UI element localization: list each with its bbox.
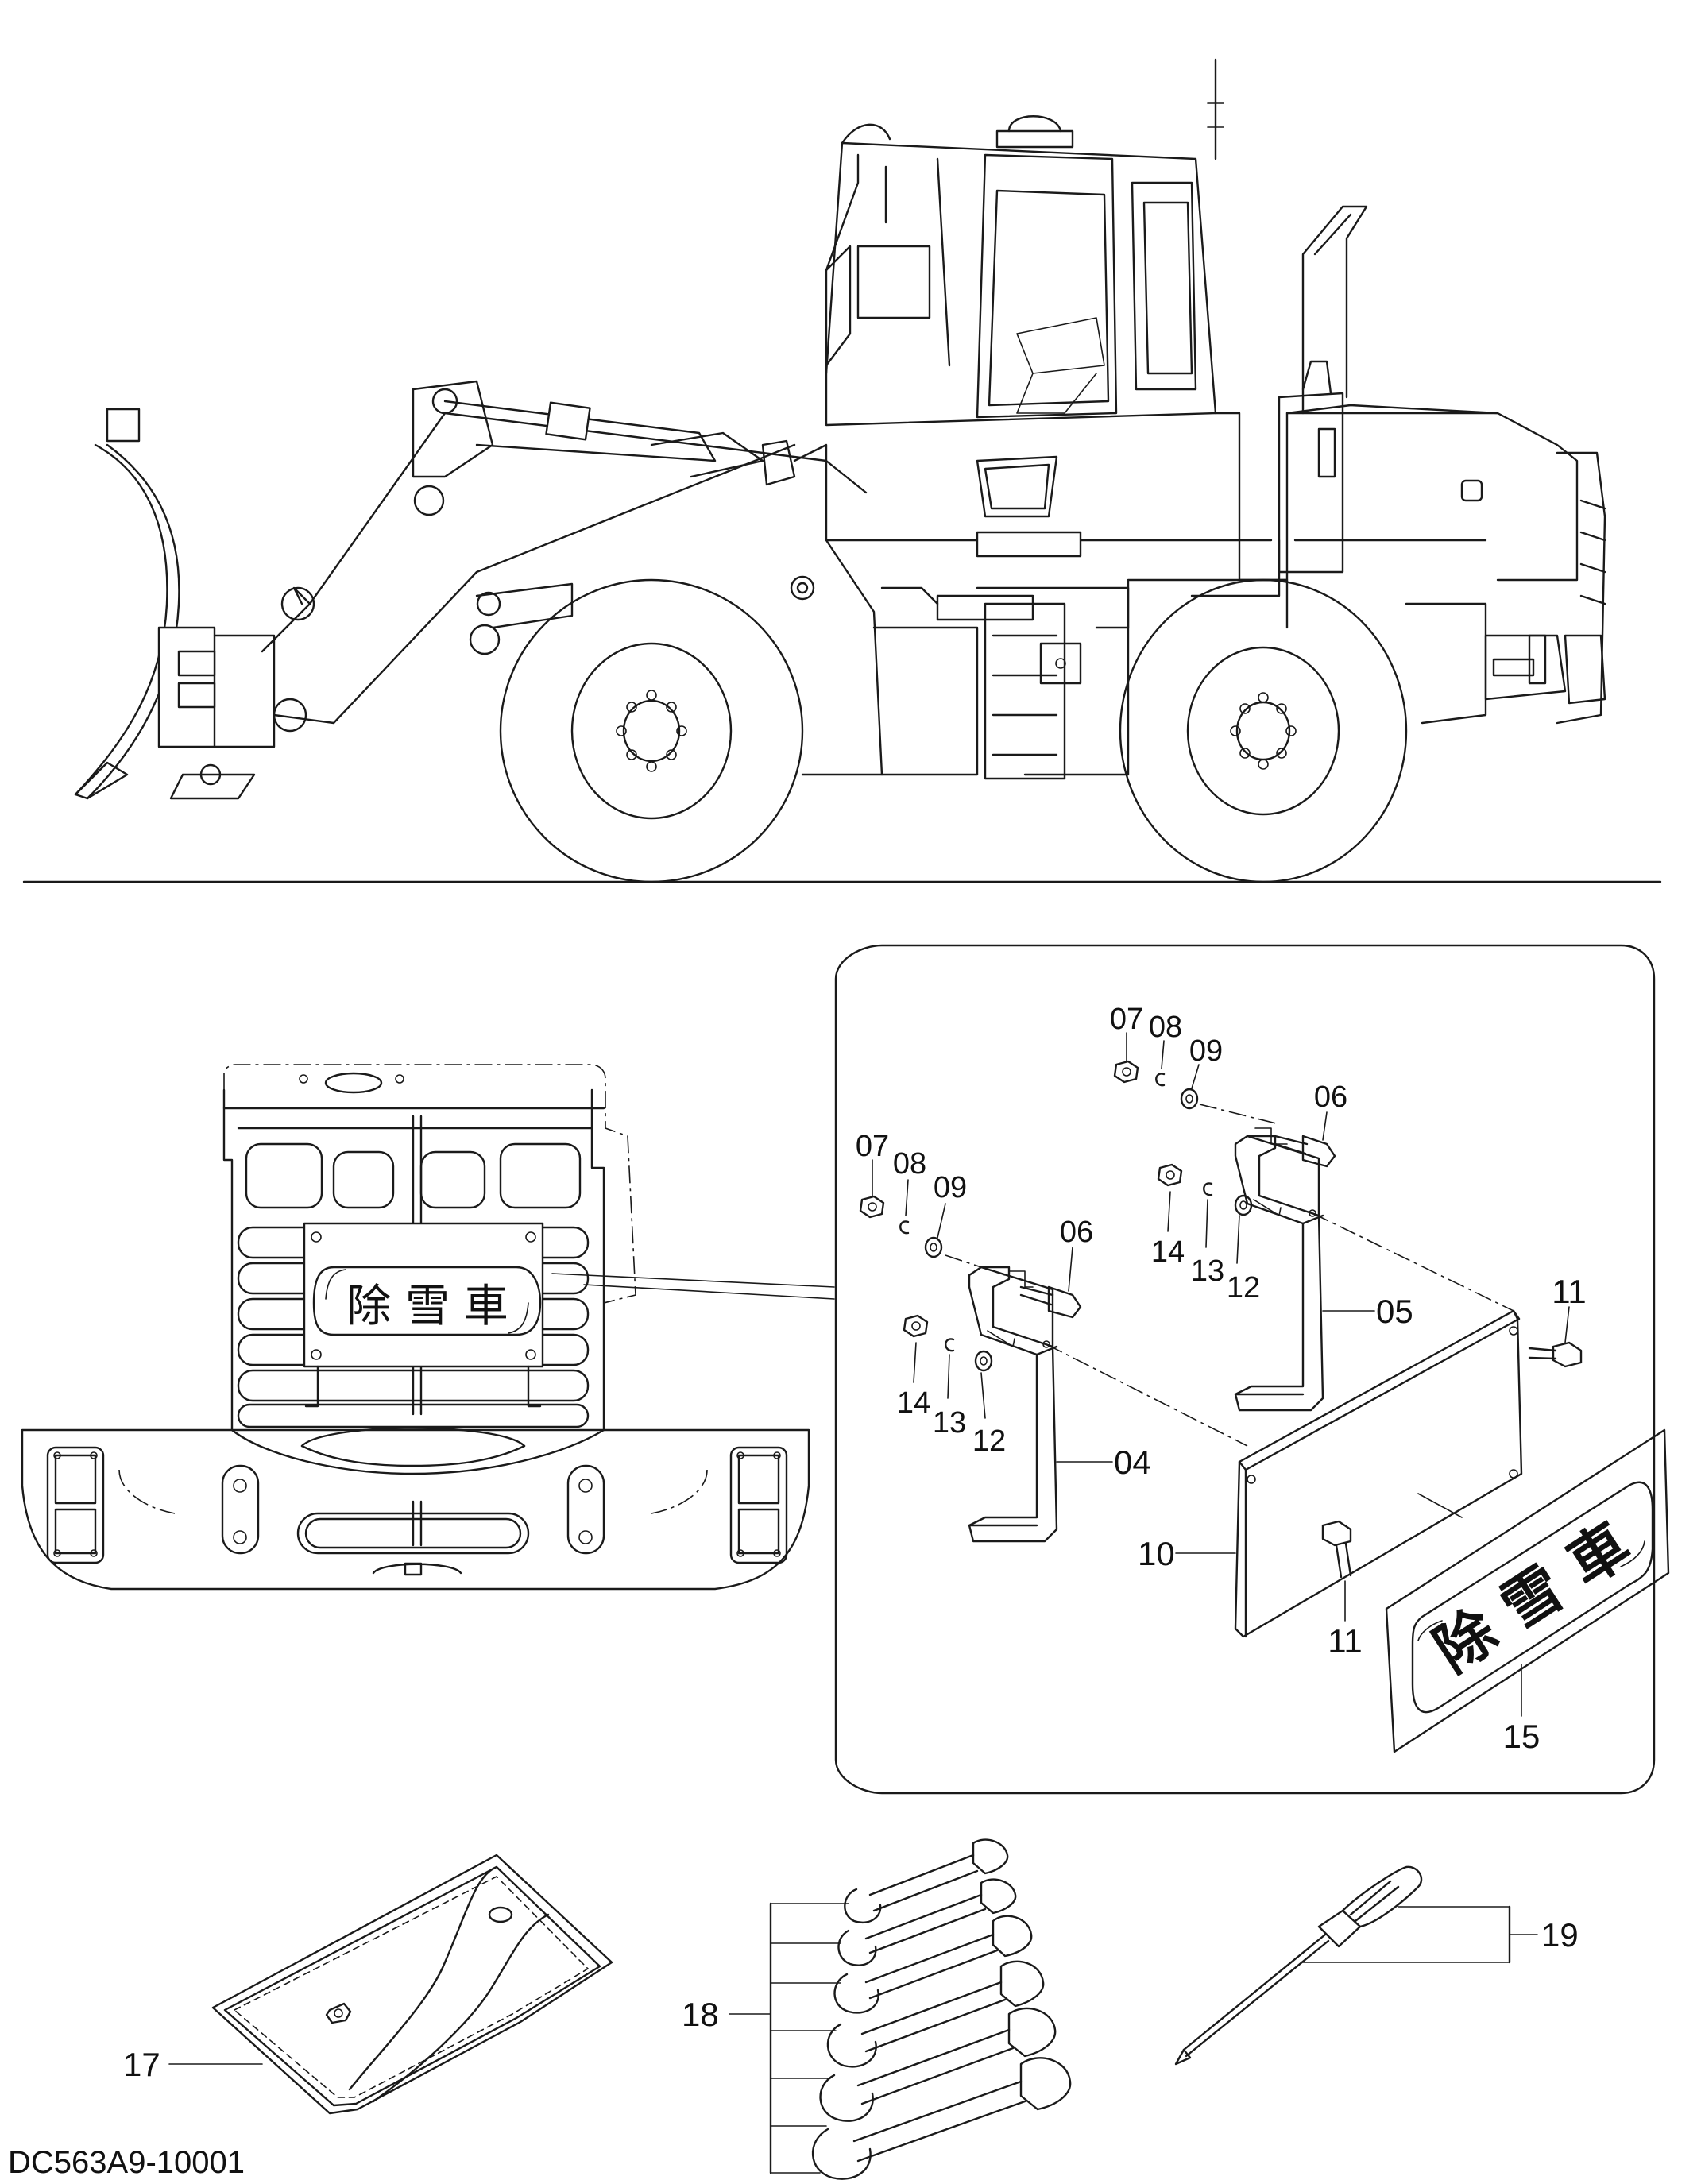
callout-12-lower: 12 (972, 1424, 1006, 1458)
callout-14-upper: 14 (1151, 1235, 1185, 1269)
callout-11-upper: 11 (1552, 1273, 1587, 1310)
detail-leader-top (551, 1273, 835, 1288)
callout-08-lower: 08 (893, 1147, 926, 1181)
plate-mounting-detail: 07 08 09 06 05 (834, 944, 1670, 1795)
tool-bag-17: 17 (123, 1854, 613, 2115)
bracket-04: 04 (968, 1266, 1151, 1543)
callout-06-upper: 06 (1314, 1080, 1347, 1114)
wrench-2 (837, 1878, 1017, 1966)
callout-18: 18 (682, 1996, 719, 2033)
callout-09-upper: 09 (1189, 1034, 1223, 1068)
hardware-set-lower: 07 08 09 06 (856, 1130, 1093, 1319)
wrench-1 (844, 1838, 1009, 1923)
callout-05: 05 (1376, 1293, 1413, 1330)
callout-13-lower: 13 (933, 1406, 966, 1440)
wheel-loader-side-view (22, 58, 1662, 883)
callout-17: 17 (123, 2046, 160, 2083)
rear-view-of-machine: 除 雪 車 (21, 1064, 835, 1591)
callout-13-upper: 13 (1191, 1254, 1224, 1288)
back-plate-10: 10 (1138, 1309, 1523, 1638)
wrench-3 (833, 1915, 1033, 2014)
callout-04: 04 (1114, 1444, 1151, 1481)
loader-arms (261, 380, 868, 733)
snow-plow-blade (74, 408, 276, 800)
screwdriver-19: 19 (1174, 1865, 1579, 2066)
rear-wheel (1119, 578, 1408, 883)
front-wheel (499, 578, 804, 883)
bolt-11-upper: 11 (1528, 1273, 1587, 1368)
bolt-11-lower: 11 (1321, 1520, 1363, 1660)
callout-15: 15 (1503, 1718, 1541, 1755)
wrench-5 (819, 2007, 1057, 2122)
callout-14-lower: 14 (897, 1386, 930, 1420)
wrench-4 (826, 1960, 1045, 2068)
operator-cab (825, 58, 1224, 558)
wrench-set-18: 18 (682, 1838, 1072, 2180)
bracket-05: 05 (1234, 1135, 1413, 1412)
hardware-set-upper: 07 08 09 06 (1110, 1003, 1347, 1168)
drawing-code: DC563A9-10001 (8, 2145, 245, 2180)
rear-bumper (21, 1427, 810, 1591)
wrench-6 (811, 2057, 1072, 2180)
rear-plate-text: 除 雪 車 (346, 1281, 508, 1332)
callout-12-upper: 12 (1227, 1271, 1260, 1305)
hardware-set-right-lower: 14 13 12 (1151, 1163, 1260, 1305)
engine-hood (1214, 205, 1606, 725)
machine-body (790, 443, 1289, 780)
hardware-set-left-lower: 14 13 12 (897, 1314, 1006, 1458)
callout-07-lower: 07 (856, 1130, 889, 1163)
callout-19: 19 (1541, 1916, 1579, 1954)
callout-09-lower: 09 (934, 1171, 967, 1204)
callout-07-upper: 07 (1110, 1003, 1143, 1036)
callout-10: 10 (1138, 1535, 1175, 1572)
rear-plate-mount (303, 1222, 544, 1368)
callout-11-lower: 11 (1328, 1622, 1363, 1660)
callout-06-lower: 06 (1060, 1216, 1093, 1249)
decal-15: 除 雪 車 15 (1385, 1428, 1670, 1755)
callout-08-upper: 08 (1149, 1011, 1182, 1044)
detail-leader-bottom (583, 1284, 835, 1300)
